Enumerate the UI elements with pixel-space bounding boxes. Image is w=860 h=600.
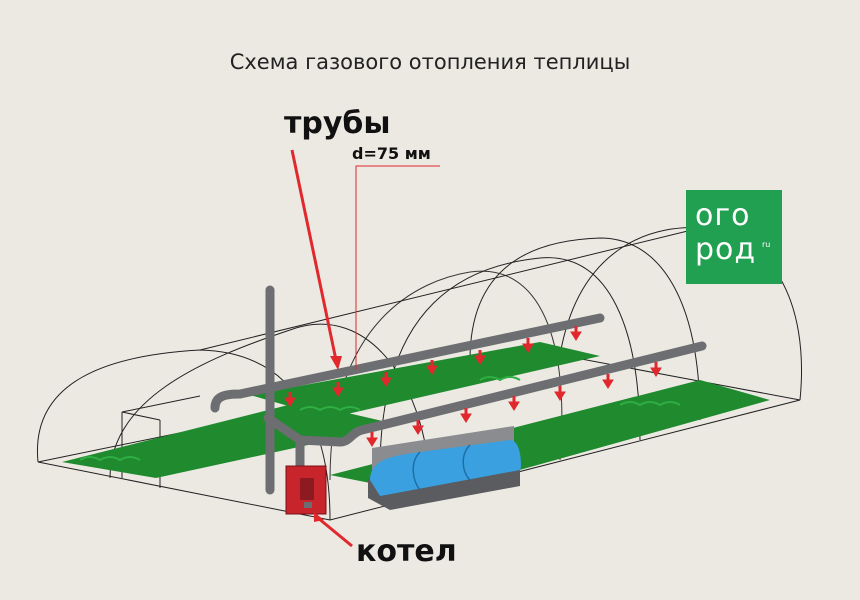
heat-arrow <box>426 360 438 375</box>
middle-bed <box>250 342 600 418</box>
logo-text-line1: огo <box>695 198 751 233</box>
ogorod-logo: огo род ru <box>686 190 782 284</box>
pipe-back <box>210 313 605 413</box>
boiler-pointer <box>317 516 353 548</box>
cold-frame <box>368 426 521 510</box>
heat-arrow <box>650 362 662 377</box>
logo-text-line2: род <box>695 232 757 267</box>
heat-arrow <box>380 372 392 387</box>
heat-arrow <box>460 408 472 423</box>
label-pointers <box>290 149 440 548</box>
boiler <box>285 465 327 515</box>
pipes-label: трубы <box>284 106 391 141</box>
front-bed <box>62 402 400 478</box>
heat-arrow <box>412 420 424 435</box>
boiler-label: котел <box>356 534 457 569</box>
diagram-title: Схема газового отопления теплицы <box>229 50 631 74</box>
diameter-leader <box>355 165 440 370</box>
heat-arrows <box>284 326 662 447</box>
logo-suffix: ru <box>762 240 771 249</box>
pipes-pointer <box>290 149 338 361</box>
heat-arrow <box>284 392 296 407</box>
heat-arrow <box>366 432 378 447</box>
pipe-front <box>295 341 707 447</box>
diameter-label: d=75 мм <box>352 144 431 163</box>
heat-arrow <box>332 382 344 397</box>
heat-arrow <box>570 326 582 341</box>
heat-arrow <box>602 374 614 389</box>
heat-arrow <box>554 386 566 401</box>
heat-arrow <box>508 396 520 411</box>
heat-arrow <box>522 338 534 353</box>
heat-arrow <box>474 350 486 365</box>
